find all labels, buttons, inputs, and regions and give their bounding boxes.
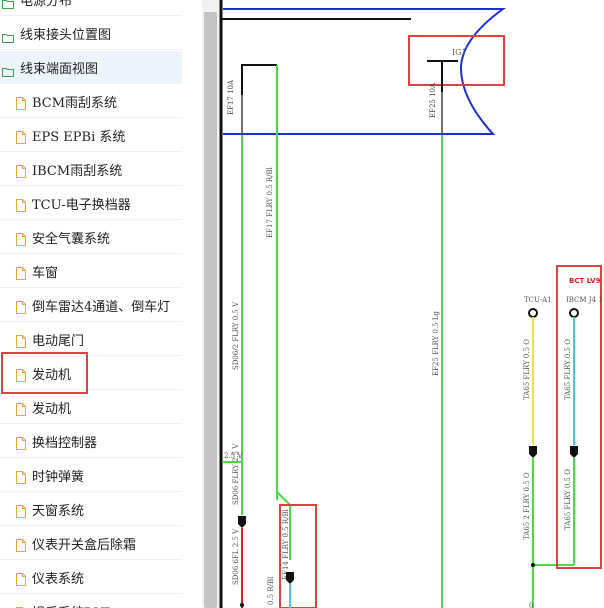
sidebar-item[interactable]: BCM雨刮系统 [0,85,182,118]
file-icon [16,605,26,608]
wire-label-efs: EF14 FLRY 0.5 R/Bl [282,508,290,580]
sidebar-item-label: 电源分布 [20,0,73,9]
sidebar-item-label: 换档控制器 [32,435,98,451]
bct-highlight-box [556,265,602,569]
sidebar-item-label: EPS EPBi 系统 [32,129,126,145]
sidebar-item-label: 倒车雷达4通道、倒车灯 [32,299,171,315]
file-icon [16,299,26,314]
file-icon [16,231,26,246]
wire-label-ef25: EF25 FLRY 0.5 Lg [432,310,440,376]
folder-icon [2,62,14,77]
sidebar-item[interactable]: 倒车雷达4通道、倒车灯 [0,289,182,322]
file-icon [16,401,26,416]
sidebar-item-label: 车窗 [32,265,59,281]
ef17-bracket [241,64,277,95]
sidebar-item-label: 发动机 [32,367,72,383]
sidebar-scrollbar-thumb[interactable] [204,12,217,608]
lower-highlight-box [279,504,317,608]
sidebar-item-label: 线束端面视图 [20,61,99,77]
sidebar-item-label: IBCM雨刮系统 [32,163,123,179]
sidebar-item[interactable]: 安全气囊系统 [0,221,182,254]
file-icon [16,503,26,518]
sidebar-item[interactable]: 电源分布 [0,0,182,16]
file-icon [16,197,26,212]
file-icon [16,95,26,110]
ig1-highlight-box [408,35,505,86]
file-icon [16,571,26,586]
sidebar-item[interactable]: 时钟弹簧 [0,459,182,492]
file-icon [16,163,26,178]
sidebar-item-label: 时钟弹簧 [32,469,85,485]
sidebar-item[interactable]: 电动尾门 [0,323,182,356]
sidebar-item-label: 仪表系统 [32,571,85,587]
wire-label-sd06-1: SD06/2 FLRY 0.5 V [232,301,240,370]
wire-label-t3: TA65 2 FLRY 0.5 O [523,472,531,540]
wire-label-r: 0.5 R/Bl [267,576,275,605]
ef17-label: EF17 10A [227,79,235,115]
file-icon [16,333,26,348]
wire-label-sd06-3: SD06 6FL 2.5 V [232,528,240,585]
folder-icon [2,28,14,43]
conn-tcu-label: TCU-A1 [524,296,552,304]
sidebar-item[interactable]: 车窗 [0,255,182,288]
wire-label-t4: TA65 FLRY 0.5 O [564,469,572,530]
sidebar-tree: 电源分布线束接头位置图线束端面视图 BCM雨刮系统 EPS EPBi 系统 IBCM雨… [0,0,203,608]
sidebar-item[interactable]: 娱乐系统DVD [0,595,182,608]
sidebar-item[interactable]: 天窗系统 [0,493,182,526]
svg-text:0: 0 [529,602,533,608]
wire-label-25v: 2.5 V [224,452,243,460]
sidebar-item[interactable]: 换档控制器 [0,425,182,458]
file-icon [16,435,26,450]
sidebar-item-label: 天窗系统 [32,503,85,519]
sidebar-item[interactable]: 发动机 [0,357,182,390]
sidebar-item-label: 安全气囊系统 [32,231,111,247]
file-icon [16,265,26,280]
fuse-box-outline [223,8,507,135]
sidebar-item-label: 线束接头位置图 [20,27,112,43]
sidebar-item[interactable]: TCU-电子换档器 [0,187,182,220]
sidebar-item[interactable]: 仪表开关盒后除霜 [0,527,182,560]
wiring-diagram: IG1 EF17 10A EF25 10A EF17 FLRY 0.5 R/Bl… [219,0,604,608]
file-icon [16,537,26,552]
wire-label-t2: TA65 FLRY 0.5 O [564,339,572,400]
file-icon [16,129,26,144]
wire-label-t1: TA65 FLRY 0.5 O [523,339,531,400]
sidebar-item-label: 娱乐系统DVD [32,602,114,608]
sidebar-item-label: 电动尾门 [32,333,85,349]
sidebar-item[interactable]: EPS EPBi 系统 [0,119,182,152]
conn-ibcm-label: IBCM J4 11 [566,296,604,304]
sidebar-item-label: TCU-电子换档器 [32,197,131,213]
file-icon [16,367,26,382]
folder-icon [2,0,14,9]
sidebar-item-label: 仪表开关盒后除霜 [32,537,137,553]
sidebar-item[interactable]: 线束接头位置图 [0,17,182,50]
sidebar-item[interactable]: IBCM雨刮系统 [0,153,182,186]
ef25-label: EF25 10A [429,82,437,118]
connector-center [286,572,294,584]
ig1-label: IG1 [452,48,467,57]
wire-label-ef17: EF17 FLRY 0.5 R/Bl [266,166,274,238]
sidebar-item-label: BCM雨刮系统 [32,95,118,111]
file-icon [16,469,26,484]
connector-left [238,516,246,528]
sidebar-item-label: 发动机 [32,401,72,417]
bct-label: BCT LV9 [569,277,601,285]
wire-label-sd06-2: SD06 FLRY 2.5 V [232,443,240,505]
sidebar-item[interactable]: 发动机 [0,391,182,424]
sidebar-item[interactable]: 仪表系统 [0,561,182,594]
sidebar-item[interactable]: 线束端面视图 [0,51,182,84]
